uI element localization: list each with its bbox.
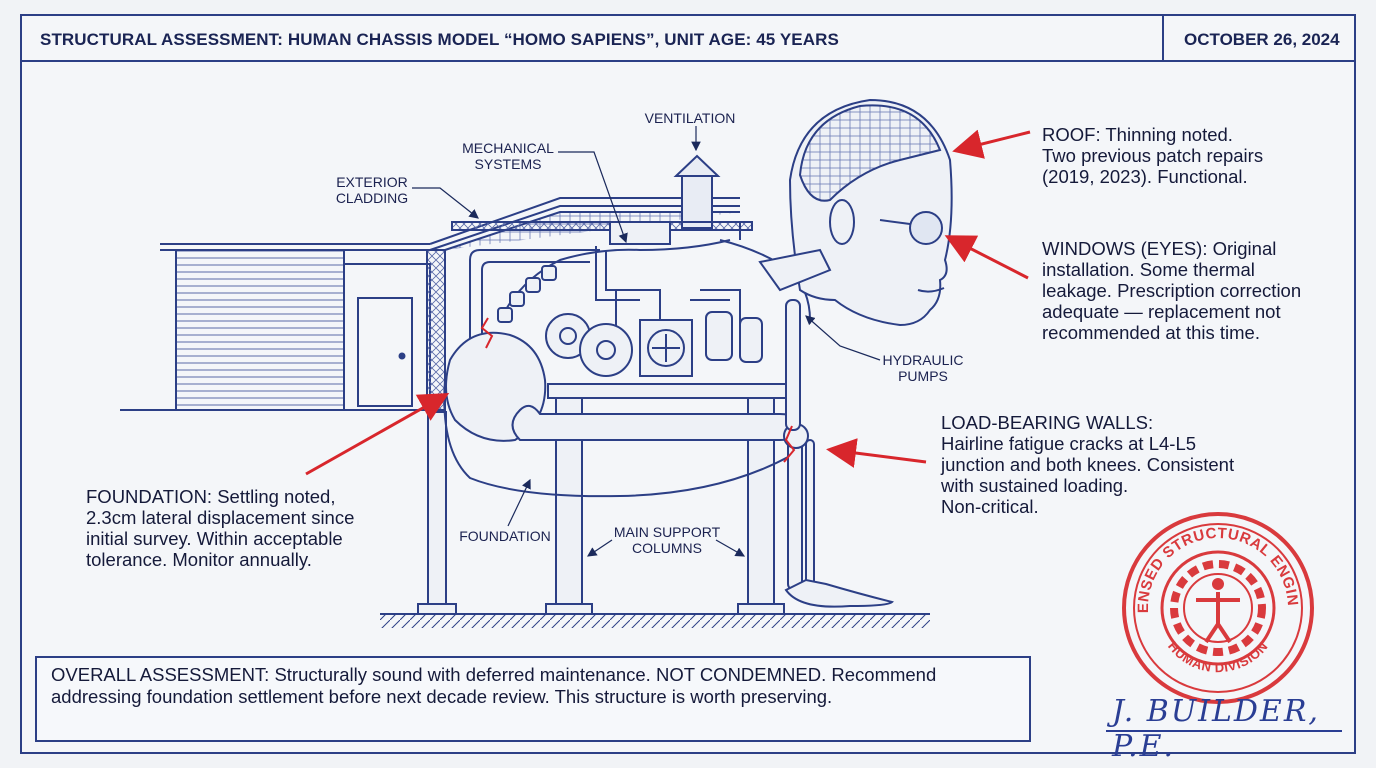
gears: [545, 313, 633, 377]
note-load-bearing-walls: LOAD-BEARING WALLS: Hairline fatigue cra…: [941, 412, 1235, 517]
spine-vertebrae: [497, 239, 731, 323]
engineer-stamp: [1122, 512, 1314, 704]
hydraulic-pump-units: [705, 311, 763, 363]
signature-line: [1106, 730, 1342, 732]
engineer-signature: J. BUILDER, P.E.: [1112, 694, 1320, 764]
note-windows: WINDOWS (EYES): Original installation. S…: [1042, 238, 1302, 343]
red-annotation-arrows: [305, 129, 1031, 476]
note-roof: ROOF: Thinning noted. Two previous patch…: [1042, 124, 1264, 187]
human-head: [788, 98, 953, 327]
label-ventilation: VENTILATION: [644, 110, 736, 126]
overall-assessment-box: OVERALL ASSESSMENT: Structurally sound w…: [35, 656, 1031, 742]
overall-assessment-text: OVERALL ASSESSMENT: Structurally sound w…: [51, 664, 937, 707]
ground-line: [380, 613, 930, 628]
title-block-divider: [1162, 16, 1164, 62]
page-title: STRUCTURAL ASSESSMENT: HUMAN CHASSIS MOD…: [40, 30, 839, 49]
label-hydraulic-pumps: HYDRAULIC PUMPS: [882, 352, 964, 384]
neck-vertebrae: [758, 248, 832, 292]
assessment-date: OCTOBER 26, 2024: [1184, 30, 1340, 49]
label-foundation: FOUNDATION: [459, 528, 551, 544]
label-mechanical-systems: MECHANICAL SYSTEMS: [462, 140, 554, 172]
lower-leg-bones: [783, 423, 894, 608]
support-columns: [417, 383, 789, 615]
note-foundation: FOUNDATION: Settling noted, 2.3cm latera…: [86, 486, 355, 570]
label-main-support-columns: MAIN SUPPORT COLUMNS: [613, 524, 721, 556]
label-exterior-cladding: EXTERIOR CLADDING: [335, 174, 409, 206]
label-leaders: [412, 126, 881, 557]
arm-bones: [785, 299, 801, 431]
hvac-unit: [639, 319, 693, 377]
ventilation-chimney: [673, 154, 721, 229]
title-block: STRUCTURAL ASSESSMENT: HUMAN CHASSIS MOD…: [20, 14, 1356, 62]
crack-marks: [480, 317, 796, 463]
